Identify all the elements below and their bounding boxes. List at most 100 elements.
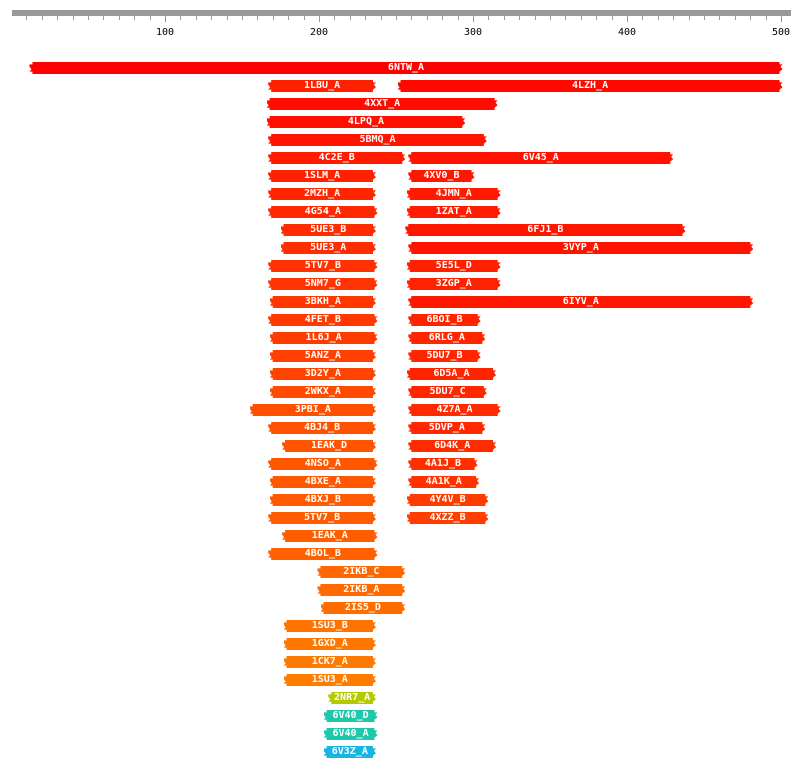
ruler-tick xyxy=(458,16,459,20)
structure-bar-5e5l-d[interactable]: 5E5L_D xyxy=(407,260,501,272)
structure-bar-2ikb-a[interactable]: 2IKB_A xyxy=(317,584,405,596)
structure-bar-4a1k-a[interactable]: 4A1K_A xyxy=(408,476,479,488)
structure-bar-1ck7-a[interactable]: 1CK7_A xyxy=(284,656,376,668)
structure-bar-6d4k-a[interactable]: 6D4K_A xyxy=(408,440,496,452)
ruler-tick xyxy=(42,16,43,20)
ruler-tick xyxy=(550,16,551,20)
structure-bar-4g54-a[interactable]: 4G54_A xyxy=(268,206,377,218)
ruler-tick xyxy=(365,16,366,20)
ruler-tick xyxy=(673,16,674,20)
ruler-tick xyxy=(612,16,613,20)
structure-bar-1eak-a[interactable]: 1EAK_A xyxy=(282,530,377,542)
ruler-axis xyxy=(12,10,791,16)
structure-bar-6boi-b[interactable]: 6BOI_B xyxy=(408,314,480,326)
structure-bar-3bkh-a[interactable]: 3BKH_A xyxy=(270,296,376,308)
structure-bar-2nr7-a[interactable]: 2NR7_A xyxy=(328,692,376,704)
structure-bar-4lpq-a[interactable]: 4LPQ_A xyxy=(267,116,466,128)
structure-bar-4bxe-a[interactable]: 4BXE_A xyxy=(270,476,376,488)
structure-bar-4bol-b[interactable]: 4BOL_B xyxy=(268,548,377,560)
structure-bar-6v40-d[interactable]: 6V40_D xyxy=(324,710,378,722)
ruler-tick xyxy=(689,16,690,20)
structure-bar-2wkx-a[interactable]: 2WKX_A xyxy=(270,386,376,398)
ruler-tick xyxy=(180,16,181,20)
structure-bar-3d2y-a[interactable]: 3D2Y_A xyxy=(270,368,376,380)
ruler-tick xyxy=(134,16,135,20)
structure-bar-6iyv-a[interactable]: 6IYV_A xyxy=(408,296,753,308)
structure-bar-2is5-d[interactable]: 2IS5_D xyxy=(321,602,406,614)
structure-bar-6ntw-a[interactable]: 6NTW_A xyxy=(29,62,782,74)
ruler-tick xyxy=(396,16,397,20)
ruler-tick xyxy=(781,16,782,22)
ruler-tick xyxy=(504,16,505,20)
structure-bar-3vyp-a[interactable]: 3VYP_A xyxy=(408,242,753,254)
ruler-tick xyxy=(596,16,597,20)
ruler-tick xyxy=(535,16,536,20)
structure-bar-4bxj-b[interactable]: 4BXJ_B xyxy=(270,494,376,506)
structure-bar-6v3z-a[interactable]: 6V3Z_A xyxy=(324,746,376,758)
structure-bar-4xv0-b[interactable]: 4XV0_B xyxy=(408,170,474,182)
ruler-tick xyxy=(103,16,104,20)
structure-bar-5tv7-b[interactable]: 5TV7_B xyxy=(268,260,377,272)
structure-bar-5dvp-a[interactable]: 5DVP_A xyxy=(408,422,485,434)
structure-bar-4fet-b[interactable]: 4FET_B xyxy=(268,314,377,326)
ruler-tick xyxy=(581,16,582,20)
ruler-tick-label: 300 xyxy=(463,27,483,38)
ruler-tick xyxy=(442,16,443,20)
structure-bar-4xxt-a[interactable]: 4XXT_A xyxy=(267,98,498,110)
ruler-tick xyxy=(411,16,412,20)
structure-bar-3zgp-a[interactable]: 3ZGP_A xyxy=(407,278,501,290)
structure-bar-1slm-a[interactable]: 1SLM_A xyxy=(268,170,376,182)
ruler-tick xyxy=(319,16,320,22)
structure-bar-5tv7-b[interactable]: 5TV7_B xyxy=(268,512,376,524)
structure-bar-5nm7-g[interactable]: 5NM7_G xyxy=(268,278,377,290)
structure-bar-4z7a-a[interactable]: 4Z7A_A xyxy=(408,404,500,416)
structure-bar-4y4v-b[interactable]: 4Y4V_B xyxy=(407,494,489,506)
structure-bar-4lzh-a[interactable]: 4LZH_A xyxy=(398,80,783,92)
ruler-tick xyxy=(766,16,767,20)
structure-bar-6v40-a[interactable]: 6V40_A xyxy=(324,728,378,740)
structure-bar-5du7-b[interactable]: 5DU7_B xyxy=(408,350,480,362)
structure-bar-1l6j-a[interactable]: 1L6J_A xyxy=(270,332,378,344)
ruler-tick xyxy=(519,16,520,20)
ruler-tick xyxy=(119,16,120,20)
structure-bar-5ue3-b[interactable]: 5UE3_B xyxy=(281,224,376,236)
structure-bar-1lbu-a[interactable]: 1LBU_A xyxy=(268,80,376,92)
structure-bar-1eak-d[interactable]: 1EAK_D xyxy=(282,440,376,452)
structure-bar-6d5a-a[interactable]: 6D5A_A xyxy=(407,368,496,380)
structure-bar-1su3-b[interactable]: 1SU3_B xyxy=(284,620,376,632)
structure-bar-2mzh-a[interactable]: 2MZH_A xyxy=(268,188,376,200)
ruler-tick xyxy=(304,16,305,20)
ruler-tick xyxy=(57,16,58,20)
ruler-tick xyxy=(381,16,382,20)
structure-bar-1zat-a[interactable]: 1ZAT_A xyxy=(407,206,501,218)
structure-bar-5du7-c[interactable]: 5DU7_C xyxy=(408,386,487,398)
structure-bar-3pbi-a[interactable]: 3PBI_A xyxy=(250,404,376,416)
structure-bar-5ue3-a[interactable]: 5UE3_A xyxy=(281,242,376,254)
structure-bar-4nso-a[interactable]: 4NSO_A xyxy=(268,458,377,470)
structure-bar-1su3-a[interactable]: 1SU3_A xyxy=(284,674,376,686)
ruler-tick xyxy=(257,16,258,20)
ruler-tick xyxy=(735,16,736,20)
structure-bar-4jmn-a[interactable]: 4JMN_A xyxy=(407,188,501,200)
ruler-tick-label: 500 xyxy=(771,27,791,38)
ruler-tick xyxy=(73,16,74,20)
structure-bar-5bmq-a[interactable]: 5BMQ_A xyxy=(268,134,487,146)
structure-bar-1gxd-a[interactable]: 1GXD_A xyxy=(284,638,376,650)
ruler-tick xyxy=(473,16,474,22)
structure-bar-4xzz-b[interactable]: 4XZZ_B xyxy=(407,512,489,524)
ruler-tick xyxy=(719,16,720,20)
structure-bar-4c2e-b[interactable]: 4C2E_B xyxy=(268,152,405,164)
structure-bar-6v45-a[interactable]: 6V45_A xyxy=(408,152,673,164)
ruler-tick xyxy=(750,16,751,20)
structure-bar-5anz-a[interactable]: 5ANZ_A xyxy=(270,350,376,362)
ruler-tick xyxy=(488,16,489,20)
structure-bar-6rlg-a[interactable]: 6RLG_A xyxy=(408,332,485,344)
ruler-tick xyxy=(273,16,274,20)
structure-bar-2ikb-c[interactable]: 2IKB_C xyxy=(317,566,405,578)
structure-bar-4a1j-b[interactable]: 4A1J_B xyxy=(408,458,477,470)
ruler-tick xyxy=(565,16,566,20)
ruler-tick xyxy=(627,16,628,22)
structure-bar-4bj4-b[interactable]: 4BJ4_B xyxy=(268,422,376,434)
structure-bar-6fj1-b[interactable]: 6FJ1_B xyxy=(405,224,685,236)
ruler-tick xyxy=(196,16,197,20)
